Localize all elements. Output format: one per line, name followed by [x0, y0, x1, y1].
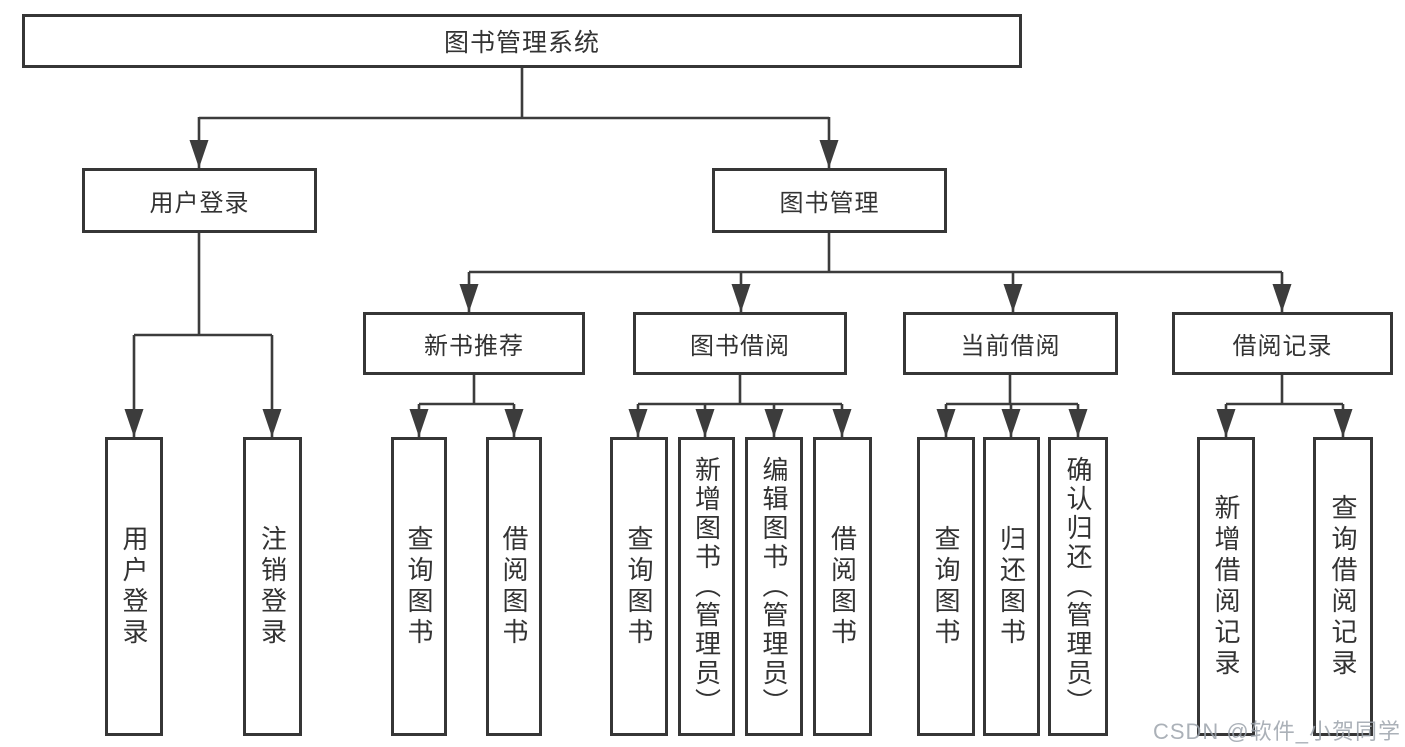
- node-label: 新增借阅记录: [1211, 493, 1241, 680]
- leaf-query-books-recommend: 查询图书: [391, 437, 447, 736]
- node-book-management: 图书管理: [712, 168, 947, 233]
- leaf-edit-book-admin: 编辑图书（管理员）: [745, 437, 803, 736]
- node-label: 借阅图书: [827, 524, 858, 649]
- csdn-watermark: CSDN @软件_小贺同学: [1152, 719, 1401, 744]
- leaf-query-borrow-record: 查询借阅记录: [1313, 437, 1373, 736]
- node-current-borrow: 当前借阅: [903, 312, 1118, 375]
- leaf-query-books-borrow: 查询图书: [610, 437, 668, 736]
- node-label: 注销登录: [257, 524, 288, 649]
- node-label: 借阅记录: [1232, 333, 1333, 360]
- node-label: 确认归还（管理员）: [1063, 456, 1093, 717]
- node-label: 图书管理系统: [443, 29, 600, 57]
- leaf-borrow-books: 借阅图书: [813, 437, 872, 736]
- node-label: 归还图书: [996, 524, 1027, 649]
- node-new-book-recommend: 新书推荐: [363, 312, 585, 375]
- leaf-confirm-return-admin: 确认归还（管理员）: [1048, 437, 1108, 736]
- leaf-add-book-admin: 新增图书（管理员）: [678, 437, 735, 736]
- leaf-user-login: 用户登录: [105, 437, 163, 736]
- node-label: 借阅图书: [499, 524, 529, 649]
- leaf-logout: 注销登录: [243, 437, 302, 736]
- node-borrow-records: 借阅记录: [1172, 312, 1393, 375]
- node-library-system: 图书管理系统: [22, 14, 1022, 68]
- node-label: 查询图书: [624, 524, 654, 649]
- node-label: 用户登录: [119, 524, 149, 649]
- node-label: 查询图书: [404, 524, 434, 649]
- leaf-add-borrow-record: 新增借阅记录: [1197, 437, 1255, 736]
- node-user-login: 用户登录: [82, 168, 317, 233]
- leaf-return-book: 归还图书: [983, 437, 1040, 736]
- node-label: 新书推荐: [424, 333, 524, 360]
- leaf-borrow-books-recommend: 借阅图书: [486, 437, 542, 736]
- node-book-borrow: 图书借阅: [633, 312, 847, 375]
- node-label: 查询图书: [931, 524, 961, 649]
- node-label: 图书管理: [779, 190, 880, 217]
- node-label: 编辑图书（管理员）: [759, 456, 789, 717]
- node-label: 用户登录: [149, 190, 250, 217]
- node-label: 查询借阅记录: [1328, 493, 1358, 680]
- leaf-query-books-current: 查询图书: [917, 437, 975, 736]
- node-label: 图书借阅: [690, 333, 790, 360]
- node-label: 当前借阅: [960, 333, 1061, 360]
- node-label: 新增图书（管理员）: [691, 456, 722, 717]
